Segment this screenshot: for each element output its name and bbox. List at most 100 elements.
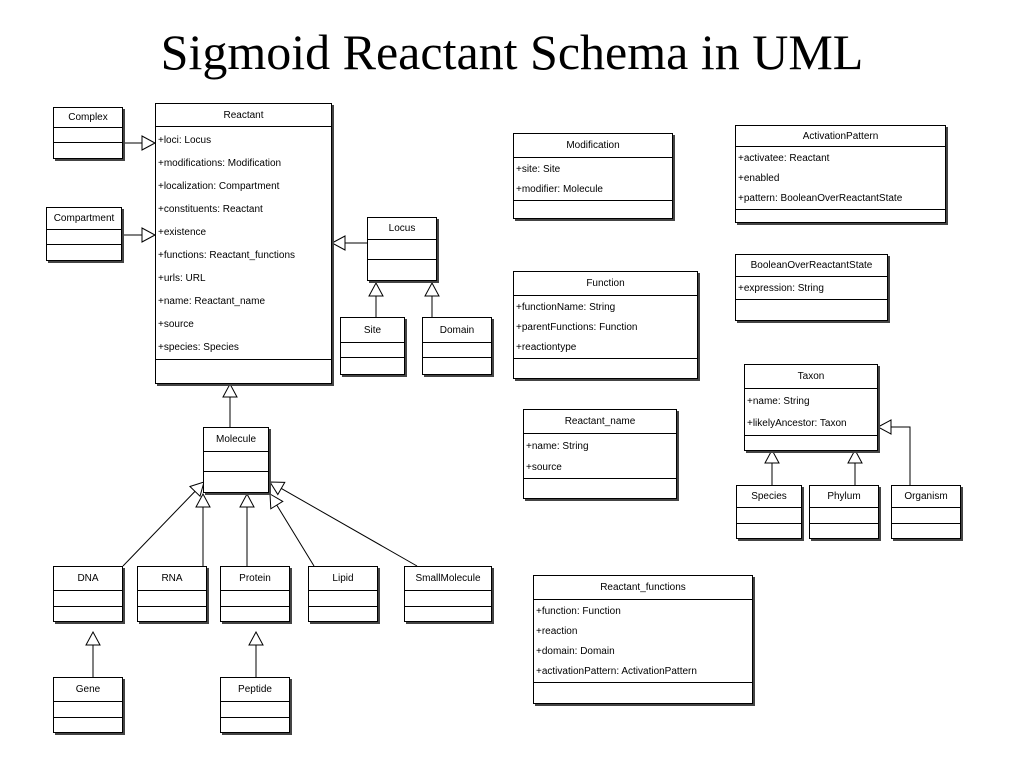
attribute-compartment: +site: Site+modifier: Molecule [514,158,672,201]
class-smallmolecule[interactable]: SmallMolecule [404,566,492,622]
class-attribute: +source [526,462,562,473]
lipid-to-molecule-arrow [269,493,315,567]
class-site[interactable]: Site [340,317,405,375]
attribute-compartment [368,240,436,260]
class-attribute: +activationPattern: ActivationPattern [536,666,697,677]
class-rna[interactable]: RNA [137,566,207,622]
class-compartment[interactable]: Compartment [46,207,122,261]
class-domain[interactable]: Domain [422,317,492,375]
class-attribute: +functions: Reactant_functions [158,250,296,261]
class-name: Phylum [810,486,878,508]
operation-compartment [514,201,672,218]
class-attribute: +name: String [526,441,589,452]
class-name: Peptide [221,678,289,702]
class-modification[interactable]: Modification+site: Site+modifier: Molecu… [513,133,673,219]
class-locus[interactable]: Locus [367,217,437,281]
operation-compartment [745,436,877,450]
attribute-compartment: +function: Function+reaction+domain: Dom… [534,600,752,683]
site-to-locus-arrow [368,281,384,317]
class-booleanoverreactantstate[interactable]: BooleanOverReactantState +expression: Str… [735,254,888,321]
attribute-compartment [309,591,377,607]
class-complex[interactable]: Complex [53,107,123,159]
operation-compartment [221,607,289,621]
class-attribute: +source [158,319,194,330]
operation-compartment [514,359,697,378]
class-name: Reactant_functions [534,576,752,600]
class-name: Modification [514,134,672,158]
class-attribute: +species: Species [158,342,239,353]
locus-to-reactant-arrow [330,235,367,251]
operation-compartment [221,718,289,732]
class-attribute: +reaction [536,626,578,637]
class-activationpattern[interactable]: ActivationPattern+activatee: Reactant+en… [735,125,946,223]
molecule-to-reactant-arrow [222,382,238,427]
operation-compartment [524,479,676,498]
operation-compartment [810,524,878,538]
organism-to-taxon-arrow [876,419,911,485]
class-reactant-name[interactable]: Reactant_name +name: String +source [523,409,677,499]
class-taxon[interactable]: Taxon+name: String+likelyAncestor: Taxon [744,364,878,451]
class-name: Reactant [156,104,331,127]
class-attribute: +name: Reactant_name [158,296,266,307]
attribute-compartment [138,591,206,607]
attribute-compartment [892,508,960,524]
class-attribute: +parentFunctions: Function [516,322,638,333]
class-name: Complex [54,108,122,128]
class-attribute: +localization: Compartment [158,181,280,192]
class-attribute: +name: String [747,396,810,407]
class-reactant[interactable]: Reactant+loci: Locus+modifications: Modi… [155,103,332,384]
dna-to-molecule-arrow [122,481,205,567]
attribute-compartment [737,508,801,524]
class-organism[interactable]: Organism [891,485,961,539]
operation-compartment [405,607,491,621]
attribute-compartment [423,343,491,358]
attribute-compartment [54,702,122,718]
class-gene[interactable]: Gene [53,677,123,733]
attribute-compartment: +expression: String [736,277,887,300]
class-species[interactable]: Species [736,485,802,539]
class-peptide[interactable]: Peptide [220,677,290,733]
class-attribute: +expression: String [738,283,824,294]
class-attribute: +reactiontype [516,342,577,353]
class-protein[interactable]: Protein [220,566,290,622]
operation-compartment [54,718,122,732]
class-lipid[interactable]: Lipid [308,566,378,622]
attribute-compartment: +name: String +source [524,434,676,479]
attribute-compartment [221,591,289,607]
class-name: Species [737,486,801,508]
attribute-compartment: +functionName: String +parentFunctions: F… [514,296,697,359]
operation-compartment [736,300,887,320]
class-function[interactable]: Function+functionName: String+parentFunc… [513,271,698,379]
class-name: BooleanOverReactantState [736,255,887,277]
class-name: RNA [138,567,206,591]
operation-compartment [737,524,801,538]
attribute-compartment [341,343,404,358]
class-molecule[interactable]: Molecule [203,427,269,493]
compartment-to-reactant-arrow [122,227,157,243]
class-attribute: +functionName: String [516,302,616,313]
class-dna[interactable]: DNA [53,566,123,622]
class-attribute: +loci: Locus [158,135,212,146]
complex-to-reactant-arrow [123,135,157,151]
class-attribute: +constituents: Reactant [158,204,263,215]
class-name: Compartment [47,208,121,230]
class-attribute: +site: Site [516,164,561,175]
class-name: Organism [892,486,960,508]
class-phylum[interactable]: Phylum [809,485,879,539]
protein-to-molecule-arrow [239,492,255,566]
peptide-to-protein-arrow [248,630,264,677]
attribute-compartment: +activatee: Reactant+enabled+pattern: Bo… [736,147,945,210]
class-name: Site [341,318,404,343]
class-name: Gene [54,678,122,702]
page-title: Sigmoid Reactant Schema in UML [160,24,864,80]
operation-compartment [423,358,491,374]
class-name: Reactant_name [524,410,676,434]
operation-compartment [54,143,122,158]
operation-compartment [736,210,945,222]
class-name: ActivationPattern [736,126,945,147]
smallmolecule-to-molecule-arrow [269,481,418,567]
operation-compartment [368,260,436,280]
class-reactant-functions[interactable]: Reactant_functions+function: Function+re… [533,575,753,704]
attribute-compartment [54,128,122,143]
attribute-compartment [54,591,122,607]
